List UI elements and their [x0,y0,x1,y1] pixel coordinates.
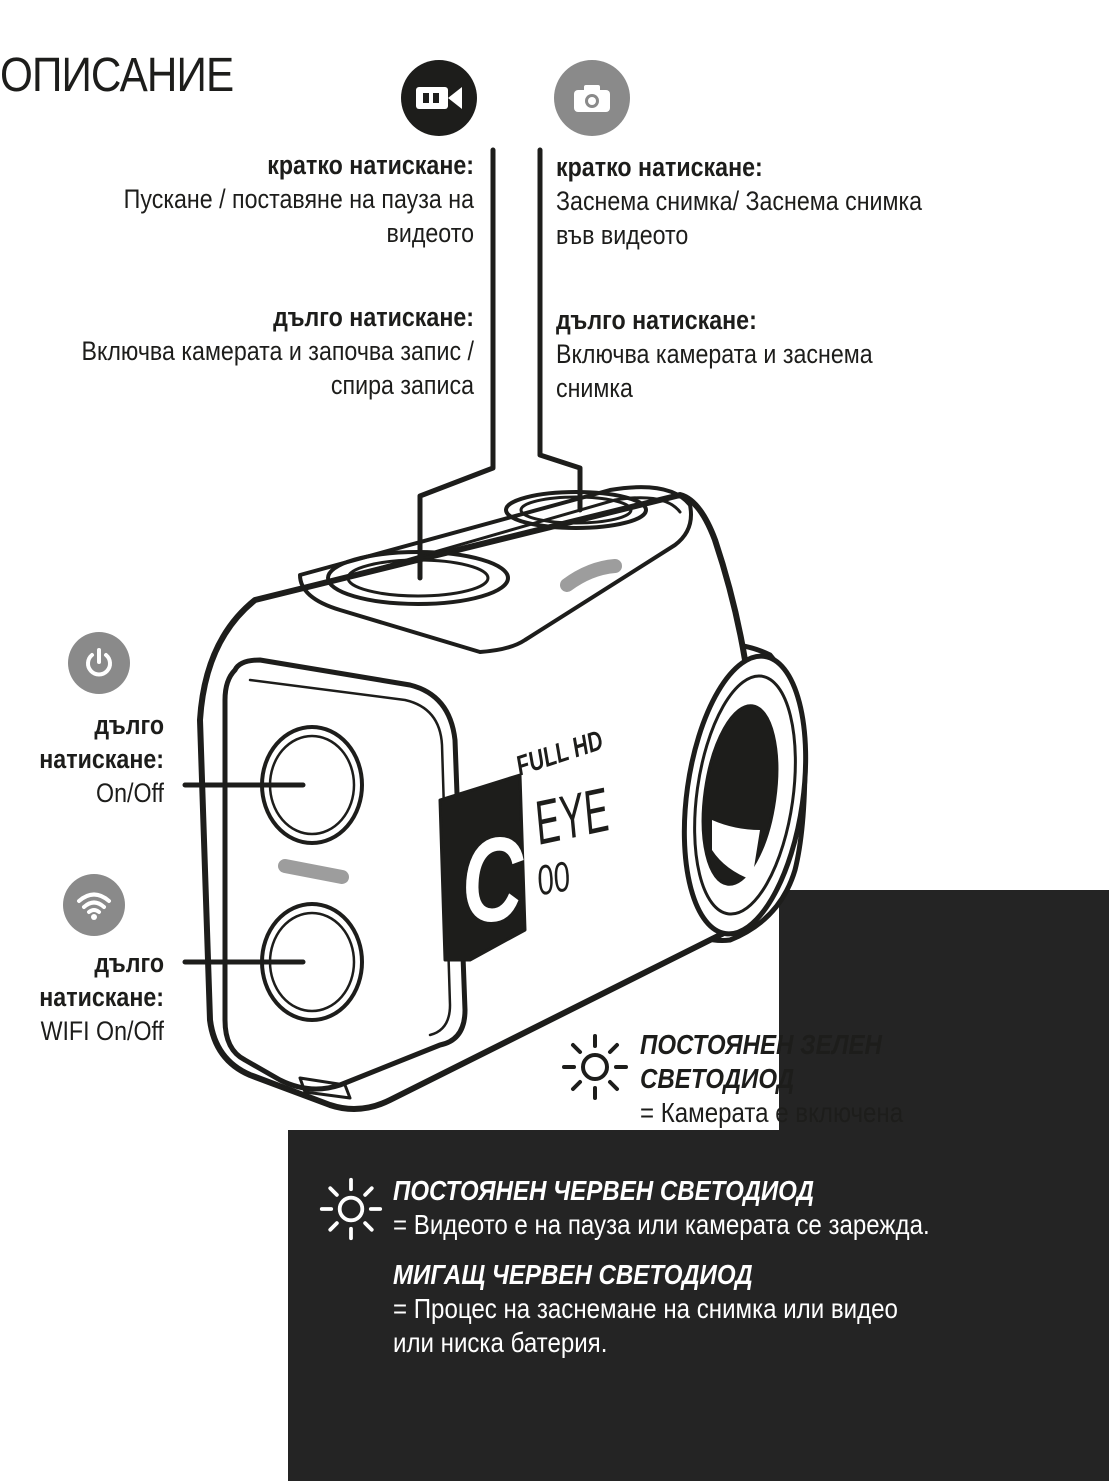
branding-eye: EYE [528,775,616,859]
record-leader-line [417,147,496,581]
led-solid-red-description: = Видеото е на пауза или камерата се зар… [393,1209,930,1240]
photo-camera-icon [574,85,610,112]
photo-long-label: дълго натискане: [556,305,757,335]
photo-button-shape [504,490,648,530]
photo-leader-line [537,147,583,513]
led-state-solid-red: ПОСТОЯНЕН ЧЕРВЕН СВЕТОДИОД = Видеото е н… [393,1174,1017,1242]
power-icon [86,648,112,677]
record-long-description: дълго натискане: Включва камерата и запо… [0,300,474,402]
led-green-title-line2: СВЕТОДИОД [640,1063,795,1094]
led-blinking-red-title: МИГАЩ ЧЕРВЕН СВЕТОДИОД [393,1259,753,1290]
photo-long-description: дълго натискане: Включва камерата и засн… [556,303,1076,405]
led-blinking-red-description-line1: = Процес на заснемане на снимка или виде… [393,1293,898,1324]
sun-icon [562,1034,628,1100]
top-indicator [560,559,622,592]
led-solid-red-title: ПОСТОЯНЕН ЧЕРВЕН СВЕТОДИОД [393,1175,814,1206]
record-long-line1: Включва камерата и започва запис / [81,336,474,366]
led-state-blinking-red: МИГАЩ ЧЕРВЕН СВЕТОДИОД = Процес на засне… [393,1258,980,1360]
photo-short-label: кратко натискане: [556,152,763,182]
power-label-line1: дълго [94,710,164,740]
wifi-action: WIFI On/Off [40,1016,164,1046]
led-green-description: = Камерата е включена [640,1097,904,1128]
photo-long-line1: Включва камерата и заснема [556,339,873,369]
record-short-line1: Пускане / поставяне на пауза на [123,184,474,214]
usb-slot [298,1076,352,1100]
record-short-line2: видеото [386,218,474,248]
record-long-label: дълго натискане: [273,302,474,332]
record-short-label: кратко натискане: [267,150,474,180]
record-badge [401,60,477,136]
wifi-badge [63,874,125,936]
sun-icon [319,1177,383,1241]
photo-short-line2: във видеото [556,220,689,250]
power-badge [68,632,130,694]
side-band [438,773,527,962]
wifi-label-line2: натискане: [39,982,164,1012]
led-green-title-line1: ПОСТОЯНЕН ЗЕЛЕН [640,1029,882,1060]
photo-short-line1: Заснема снимка/ Заснема снимка [556,186,923,216]
photo-button-description: кратко натискане: Заснема снимка/ Заснем… [556,150,1076,252]
photo-long-line2: снимка [556,373,633,403]
photo-badge [554,60,630,136]
led-state-green: ПОСТОЯНЕН ЗЕЛЕН СВЕТОДИОД = Камерата е в… [640,1028,946,1130]
top-plate [298,485,693,654]
video-camera-icon [416,87,462,109]
power-action: On/Off [96,778,164,808]
wifi-icon [77,892,111,920]
record-button-description: кратко натискане: Пускане / поставяне на… [0,148,474,250]
power-button-description: дълго натискане: On/Off [0,708,164,810]
wifi-label-line1: дълго [94,948,164,978]
page-title: ОПИСАНИЕ [0,49,234,102]
front-face [222,657,468,1092]
power-label-line2: натискане: [39,744,164,774]
front-indicator [278,859,349,884]
branding-logo-letter: C [462,813,523,947]
wifi-button-description: дълго натискане: WIFI On/Off [0,946,164,1048]
record-long-line2: спира записа [330,370,474,400]
led-blinking-red-description-line2: или ниска батерия. [393,1327,608,1358]
